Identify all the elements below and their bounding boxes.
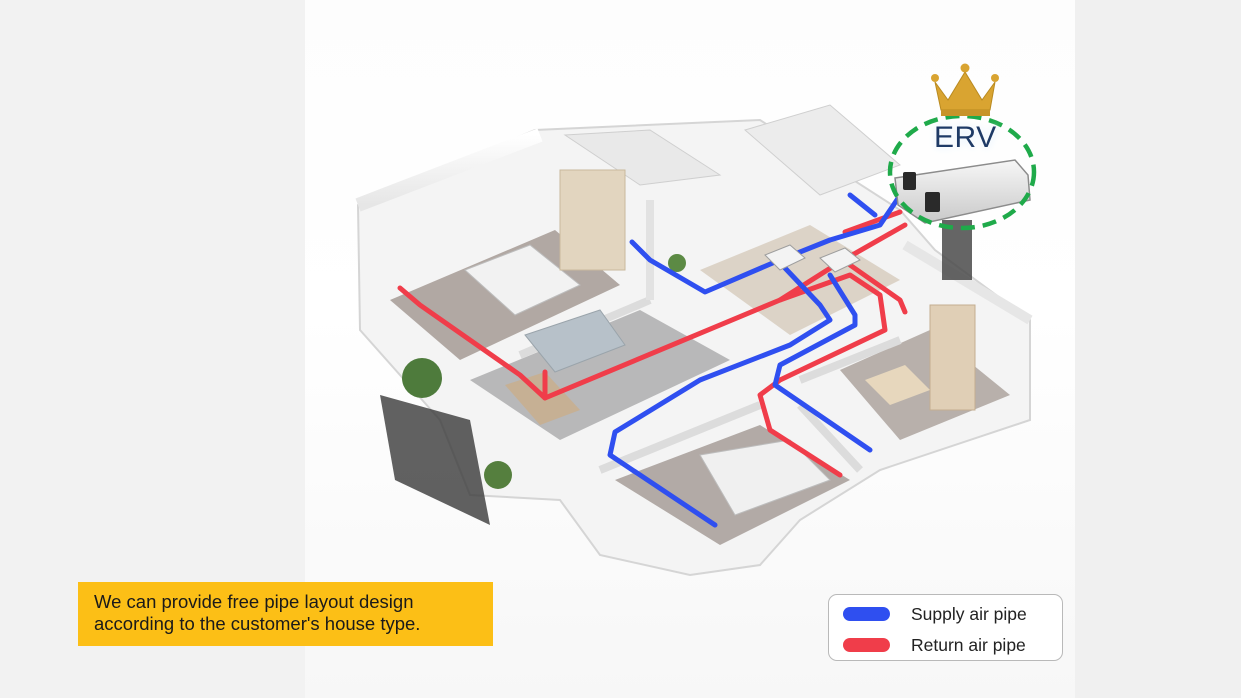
legend-label-supply: Supply air pipe <box>911 603 1027 624</box>
legend-label-return: Return air pipe <box>911 634 1026 655</box>
note-line-1: We can provide free pipe layout design <box>94 591 414 612</box>
return-swatch <box>843 638 890 652</box>
note-line-2: according to the customer's house type. <box>94 613 421 634</box>
legend-item-return: Return air pipe <box>843 634 1026 656</box>
erv-unit-icon <box>894 159 1031 280</box>
left-margin <box>0 0 305 698</box>
right-margin <box>1075 0 1241 698</box>
distribution-boxes <box>764 244 861 273</box>
supply-swatch <box>843 607 890 621</box>
crown-icon <box>931 63 999 116</box>
erv-label: ERV <box>934 121 997 154</box>
pipe-legend: Supply air pipe Return air pipe <box>828 594 1063 661</box>
legend-item-supply: Supply air pipe <box>843 603 1027 625</box>
erv-highlight-ring <box>887 113 1037 231</box>
layout-design-note: We can provide free pipe layout design a… <box>78 582 493 646</box>
